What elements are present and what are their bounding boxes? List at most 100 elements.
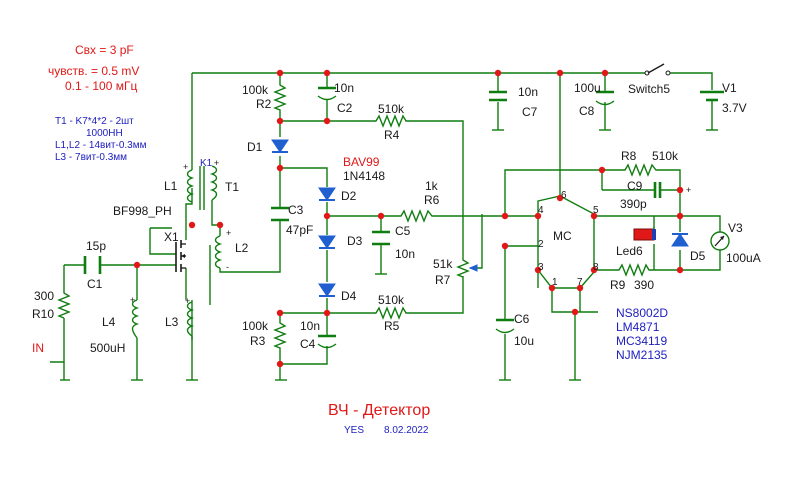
capacitor-c7: [489, 90, 507, 102]
resistor-r5: [372, 306, 410, 320]
label-c7-value: 10n: [518, 85, 538, 99]
resistor-r10: [57, 290, 71, 319]
spec-note-1: Свх = 3 pF: [75, 43, 134, 57]
capacitor-c8: [595, 90, 615, 106]
switch-switch5: [644, 63, 671, 76]
label-d1: D1: [247, 140, 263, 154]
svg-text:-: -: [226, 262, 229, 272]
mc-pin-5: 5: [593, 205, 599, 216]
meter-v3: [710, 231, 730, 251]
spec-note-3: 0.1 - 100 мГц: [65, 79, 137, 93]
winding-note-2: 1000НН: [86, 128, 123, 139]
capacitor-c9: [653, 182, 662, 198]
label-l2: L2: [235, 241, 249, 255]
resistor-r2: [273, 82, 287, 112]
label-r2-ref: R2: [256, 97, 272, 111]
label-c6-ref: C6: [514, 312, 530, 326]
transformer-t1-core: [199, 166, 205, 210]
resistor-r6: [398, 209, 436, 223]
chip-alt-3: MC34119: [616, 334, 667, 348]
inductor-l1: [186, 169, 195, 203]
winding-note-1: T1 - K7*4*2 - 2шт: [55, 116, 134, 127]
label-d3: D3: [347, 234, 363, 248]
capacitor-c4: [317, 334, 337, 349]
svg-text:+: +: [226, 228, 231, 238]
svg-text:+: +: [214, 158, 219, 168]
label-r9-value: 390: [634, 278, 654, 292]
label-r10-value: 300: [34, 289, 54, 303]
inductor-symbols: + + + + + - +: [130, 158, 691, 340]
chip-alt-4: NJM2135: [616, 348, 668, 362]
label-l1: L1: [164, 179, 178, 193]
label-mc: MC: [553, 229, 572, 243]
label-r9-ref: R9: [610, 278, 626, 292]
label-d2: D2: [341, 189, 357, 203]
label-l4-ref: L4: [102, 315, 116, 329]
label-l4-value: 500uH: [90, 341, 125, 355]
spec-note-2: чувств. = 0.5 mV: [48, 64, 139, 78]
label-c6-value: 10u: [514, 334, 534, 348]
capacitor-c2: [317, 86, 337, 108]
capacitor-symbols: [83, 86, 662, 349]
label-c4-ref: C4: [300, 337, 316, 351]
label-r8-value: 510k: [652, 149, 679, 163]
label-c2-ref: C2: [337, 101, 353, 115]
diode-d2: [318, 187, 336, 201]
diode-d1: [271, 139, 289, 153]
label-v1-value: 3.7V: [722, 101, 747, 115]
label-r6-ref: R6: [424, 193, 440, 207]
winding-note-3: L1,L2 - 14вит-0.3мм: [55, 140, 147, 151]
label-t1: T1: [225, 180, 239, 194]
mc-pin-4: 4: [538, 205, 544, 216]
label-r3-ref: R3: [250, 334, 266, 348]
label-c9-ref: C9: [627, 179, 643, 193]
label-c3-ref: C3: [288, 203, 304, 217]
label-led6: Led6: [616, 244, 643, 258]
junction-dots: [133, 69, 684, 368]
label-v3-ref: V3: [728, 221, 743, 235]
label-c3-value: 47pF: [286, 223, 313, 237]
resistor-r3: [273, 320, 287, 349]
resistor-r7: [456, 258, 470, 278]
date-label: 8.02.2022: [384, 425, 429, 436]
label-r4-value: 510k: [378, 102, 405, 116]
resistor-r4: [372, 114, 410, 128]
diode-d5: [671, 233, 689, 247]
diode-d3: [318, 235, 336, 249]
mc-pin-6: 6: [561, 190, 567, 201]
label-bav99: BAV99: [343, 155, 380, 169]
capacitor-c3: [271, 206, 289, 222]
label-1n4148: 1N4148: [343, 169, 385, 183]
inductor-l3: [186, 301, 195, 337]
label-l3: L3: [165, 315, 179, 329]
label-d5: D5: [690, 249, 706, 263]
label-c4-value: 10n: [300, 319, 320, 333]
led-led6: [633, 227, 656, 241]
author-label: YES: [344, 425, 364, 436]
mc-pin-2: 2: [538, 239, 544, 250]
schematic-title: ВЧ - Детектор: [328, 402, 430, 419]
svg-text:+: +: [183, 162, 188, 172]
pot-wiper-arrow: [468, 264, 478, 272]
mc-pin-3: 3: [538, 262, 544, 273]
inductor-t1-sec: [209, 165, 218, 201]
label-in: IN: [32, 341, 44, 355]
svg-text:+: +: [686, 185, 691, 195]
label-r5-value: 510k: [378, 293, 405, 307]
mc-pin-8: 8: [593, 262, 599, 273]
label-c8-ref: C8: [579, 104, 595, 118]
resistor-r8: [622, 163, 660, 177]
resistor-r9: [616, 263, 652, 277]
resistor-symbols: [57, 82, 660, 349]
diode-d4: [318, 283, 336, 297]
ground-symbols: [131, 129, 718, 381]
chip-alt-2: LM4871: [616, 320, 660, 334]
transistor-x1: [175, 240, 186, 272]
inductor-l2: [214, 235, 223, 269]
capacitor-c1: [83, 256, 102, 274]
chip-alt-1: NS8002D: [616, 306, 668, 320]
label-x1: X1: [164, 230, 179, 244]
label-c5-value: 10n: [395, 247, 415, 261]
battery-v1: [700, 90, 724, 108]
